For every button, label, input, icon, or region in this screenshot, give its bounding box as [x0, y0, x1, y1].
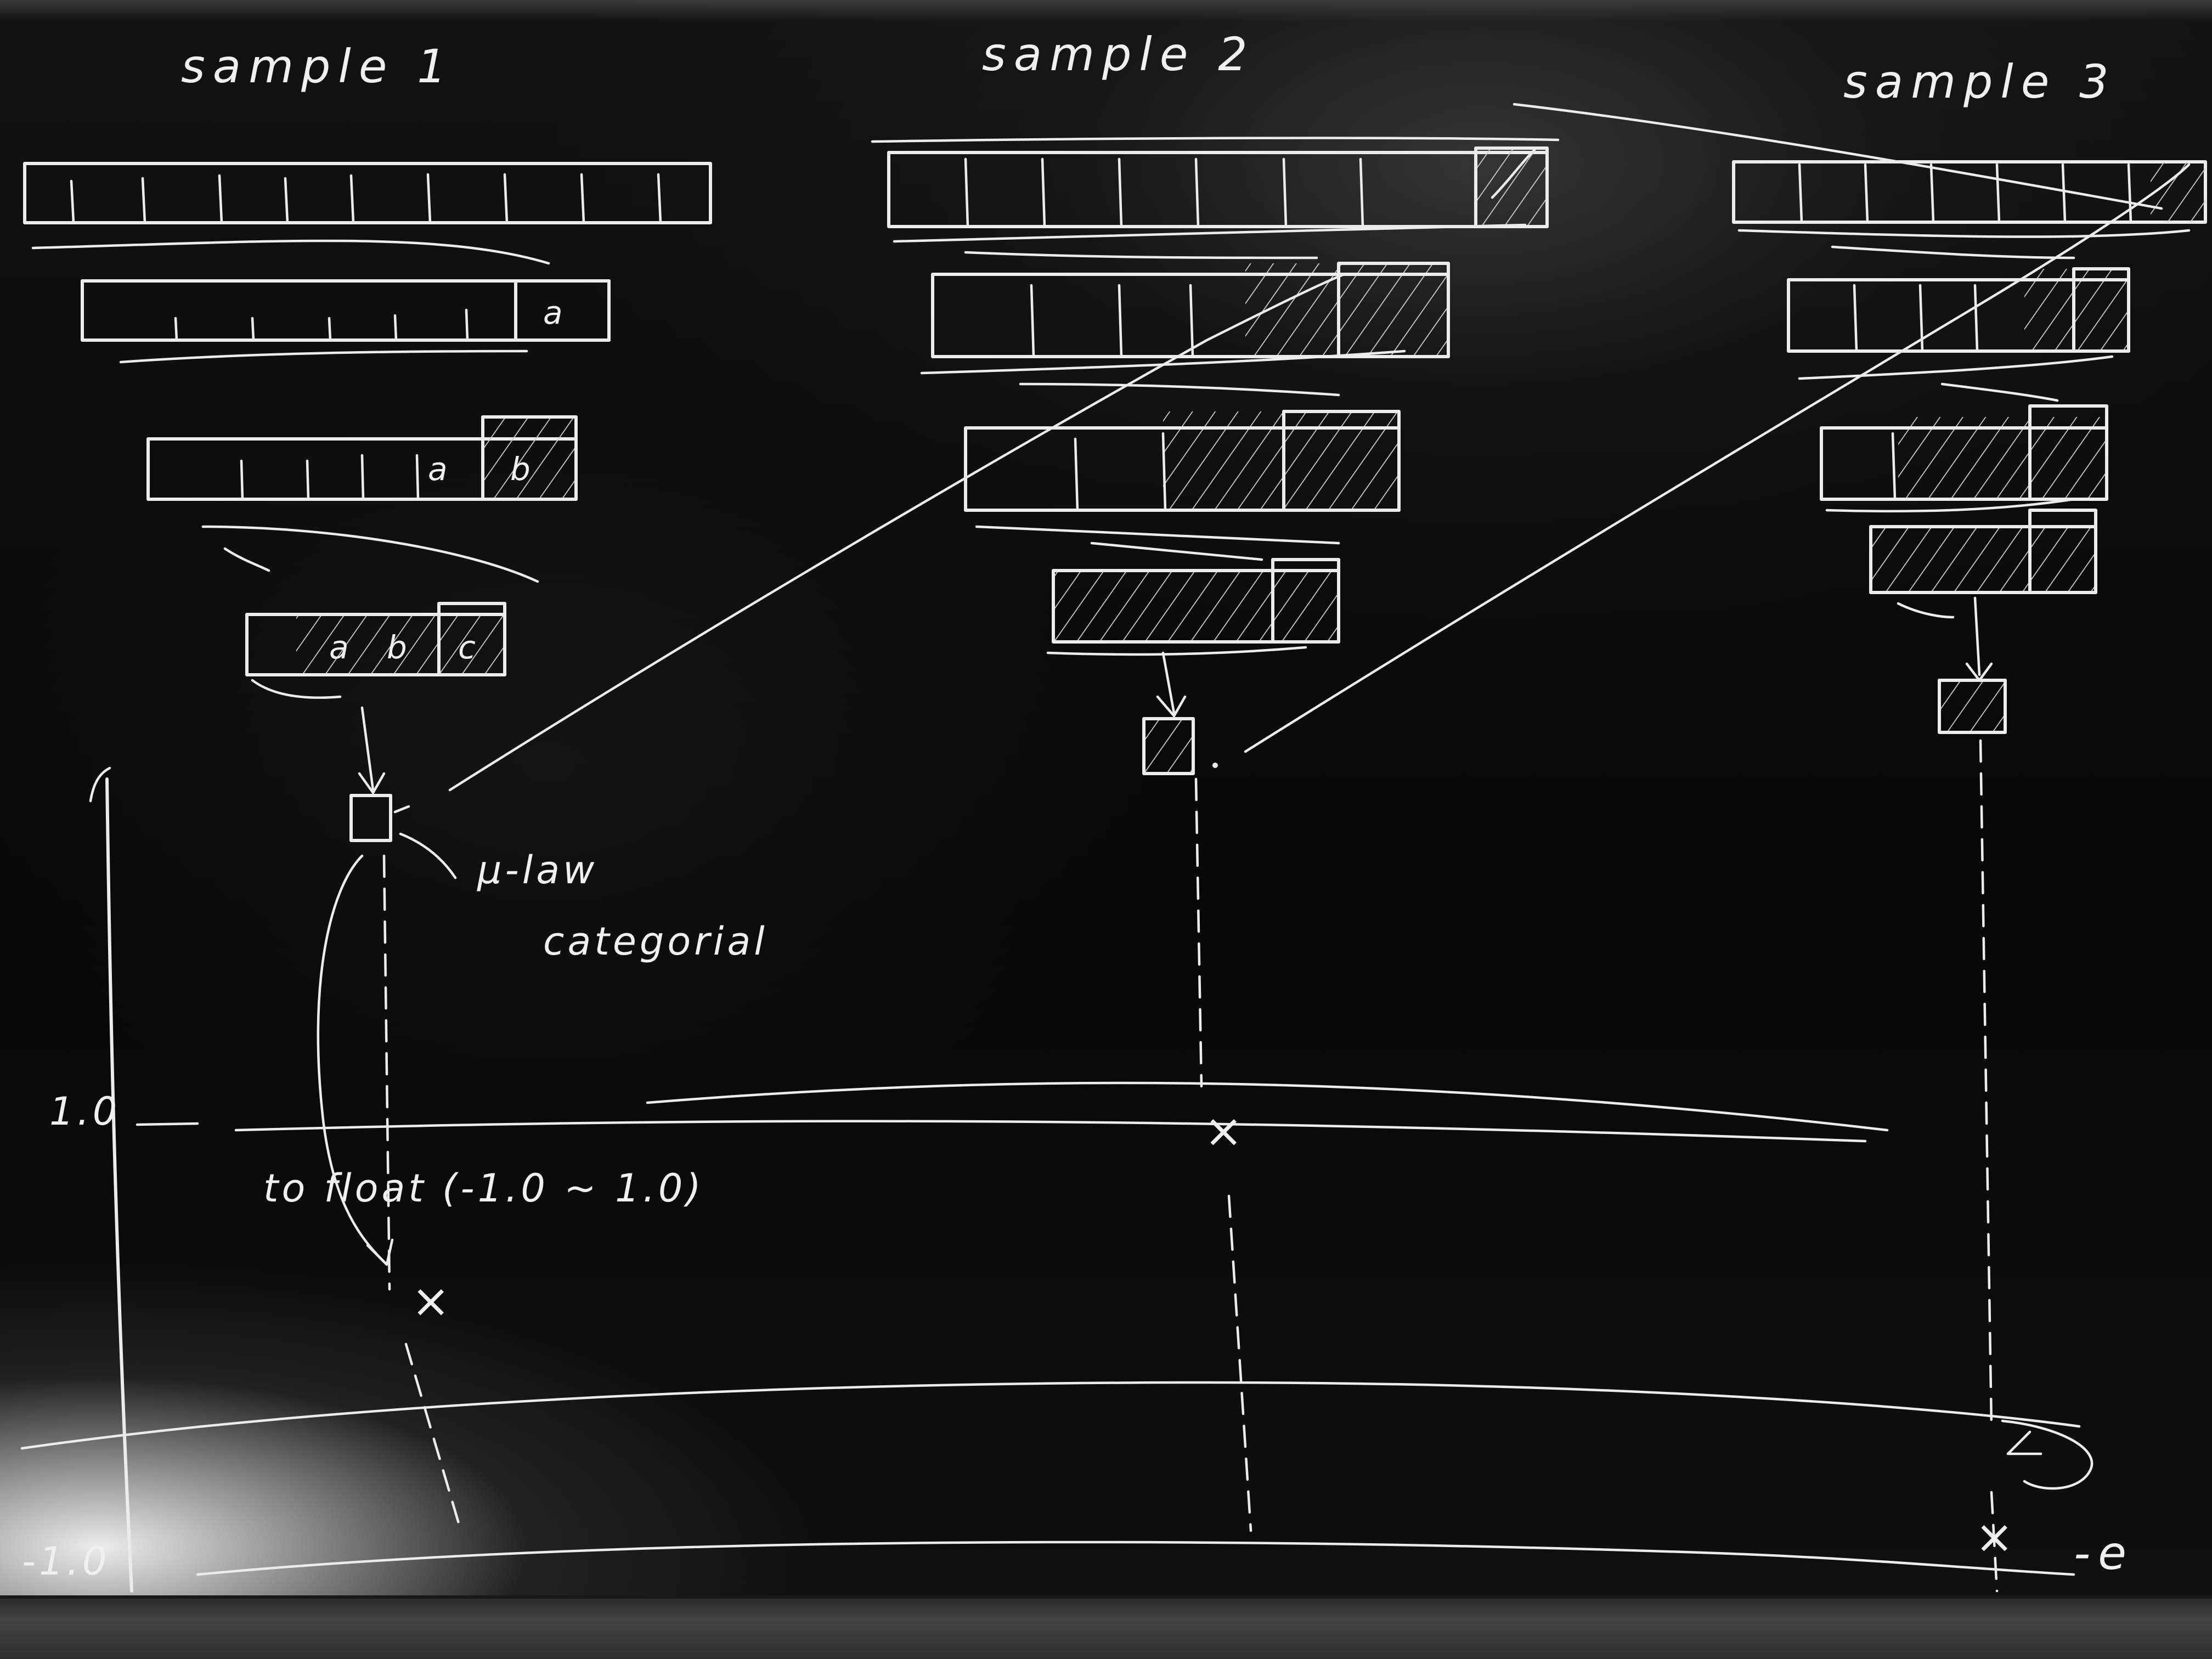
- sample-1-row-4: a b c: [245, 602, 506, 699]
- sample-3-drop-line: [1979, 739, 1999, 1593]
- sample-1-row-4-cell-c: c: [458, 629, 476, 666]
- value-axis: 1.0 -1.0: [22, 766, 199, 1593]
- sample-3-title: sample 3: [1843, 55, 2117, 109]
- sample-2-output: [1142, 651, 1218, 775]
- lower-guide-line: [196, 1541, 2075, 1576]
- board-frame: [0, 1595, 2212, 1659]
- sample-1-row-4-cell-b: b: [387, 629, 407, 666]
- sample-2-row-4: [1046, 558, 1340, 656]
- sample-1-row-3: a b: [146, 415, 578, 583]
- mid-guide-line: [20, 1381, 2081, 1450]
- cross-sample-links: [448, 103, 2191, 792]
- sample-2-title: sample 2: [982, 27, 1255, 81]
- sample-2-row-2: [920, 262, 1450, 397]
- sample-3-marker: ×: [1975, 1510, 2021, 1564]
- upper-guide-line-2: [646, 1081, 1889, 1132]
- loop-arrow: [2001, 1419, 2094, 1490]
- upper-guide-line: [234, 1120, 1867, 1143]
- epsilon-label: -e: [2074, 1526, 2134, 1580]
- sample-1-row-2-cell-a: a: [543, 294, 563, 331]
- sample-1-output: [349, 706, 457, 879]
- sample-2-row-3: [964, 410, 1401, 561]
- sample-1-row-1: [23, 162, 712, 265]
- sample-3-row-1: [1732, 160, 2207, 259]
- sample-2-marker: ×: [1204, 1104, 1250, 1158]
- categorical-label: categorial: [543, 919, 768, 964]
- sample-3-stack: [1732, 160, 2207, 734]
- axis-label-bottom: -1.0: [22, 1539, 110, 1584]
- sample-1-stack: a a b a b c: [23, 162, 712, 879]
- sample-3-output: [1938, 596, 2007, 734]
- sample-3-row-3: [1820, 404, 2108, 513]
- sample-1-row-4-cell-a: a: [329, 629, 349, 666]
- sample-2-drop-line: [1194, 777, 1252, 1532]
- sample-1-row-2: a: [81, 279, 611, 364]
- sample-2-row-1: [871, 137, 1560, 259]
- axis-label-top: 1.0: [49, 1089, 120, 1134]
- to-float-label: to float (-1.0 ~ 1.0): [263, 1166, 704, 1211]
- sample-2-stack: [871, 137, 1560, 775]
- sample-3-row-2: [1787, 267, 2130, 402]
- sample-1-drop-line: [382, 854, 462, 1532]
- sample-1-marker: ×: [411, 1274, 458, 1328]
- to-float-arrow: [317, 854, 386, 1263]
- sample-3-row-4: [1869, 509, 2097, 619]
- sample-1-title: sample 1: [181, 40, 454, 93]
- sample-1-row-3-cell-b: b: [510, 450, 531, 488]
- mu-law-label: μ-law: [477, 848, 597, 893]
- sample-1-row-3-cell-a: a: [428, 450, 448, 488]
